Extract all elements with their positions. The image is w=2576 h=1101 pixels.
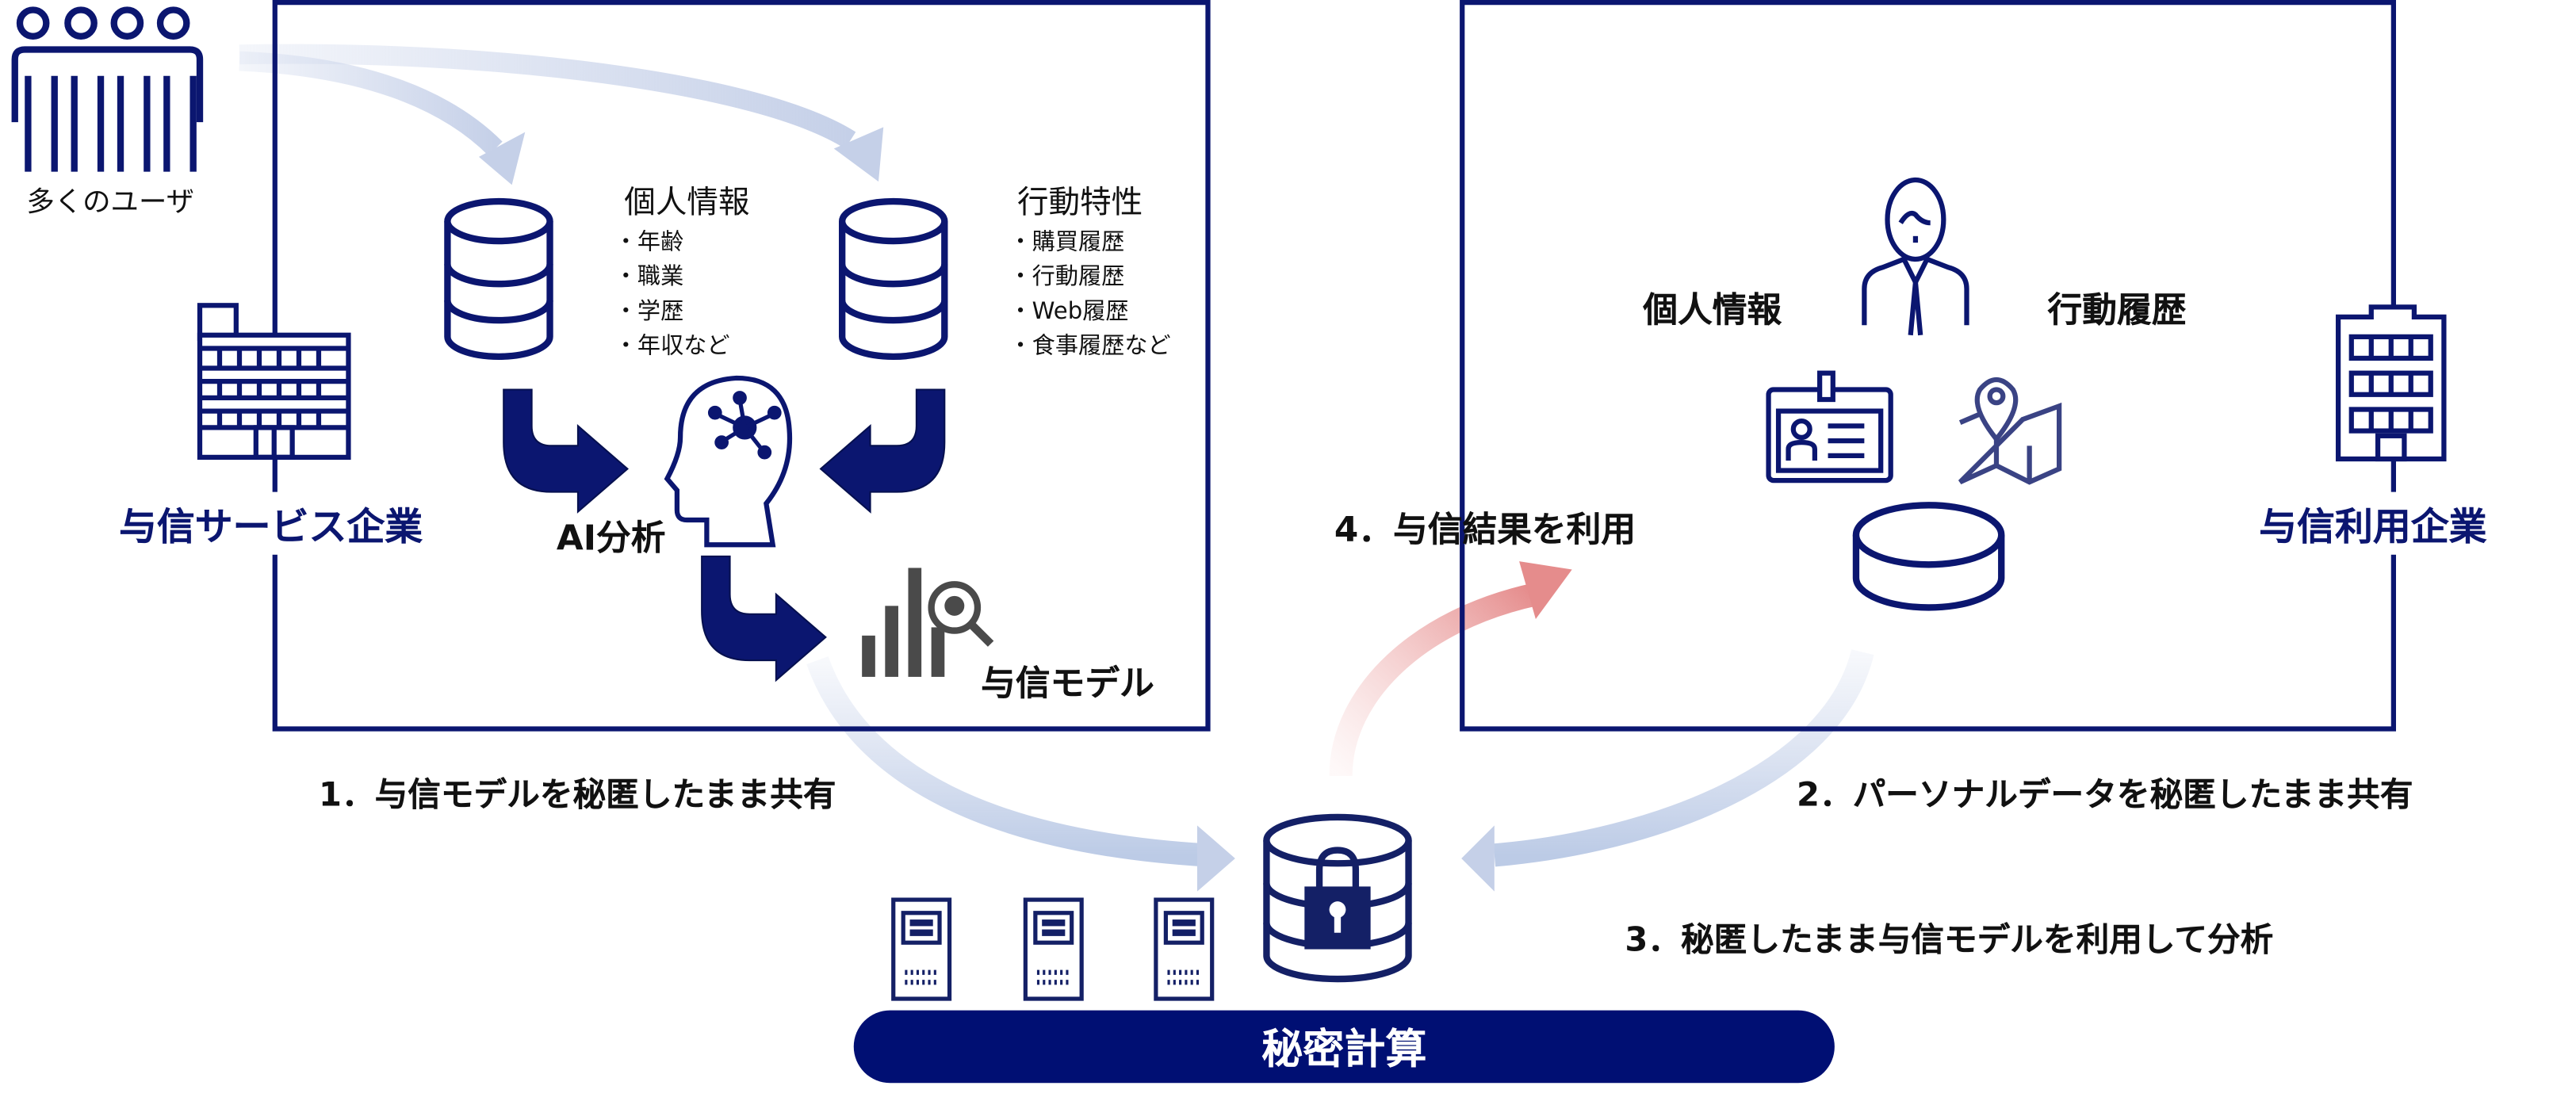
behavior-title: 行動特性 xyxy=(1016,185,1143,222)
users-label: 多くのユーザ xyxy=(26,186,195,220)
step2-label: 2．パーソナルデータを秘匿したまま共有 xyxy=(1796,774,2413,814)
behavior-item: ・行動履歴 xyxy=(1009,264,1125,291)
step4-label: 4．与信結果を利用 xyxy=(1334,510,1636,550)
server-icon xyxy=(1023,897,1084,1001)
behavior-database-icon xyxy=(839,197,948,360)
data-disk-icon xyxy=(1852,502,2005,611)
right-personal-info-label: 個人情報 xyxy=(1643,290,1782,331)
behavior-item: ・食事履歴など xyxy=(1009,333,1171,361)
secure-database-lock-icon xyxy=(1263,813,1412,983)
personal-info-item: ・職業 xyxy=(614,264,684,291)
ai-head-icon xyxy=(664,375,793,548)
server-icon xyxy=(1154,897,1215,1001)
credit-model-chart-icon xyxy=(862,568,994,677)
users-to-behavior-arrow xyxy=(239,44,884,182)
step1-label: 1．与信モデルを秘匿したまま共有 xyxy=(318,774,836,814)
personal-info-database-icon xyxy=(444,197,553,360)
ai-analysis-label: AI分析 xyxy=(556,518,666,558)
map-pin-icon xyxy=(1958,377,2062,485)
ai-to-model-arrow xyxy=(701,555,827,682)
data-to-secure-arrow xyxy=(1461,649,1874,892)
personal-info-title: 個人情報 xyxy=(624,185,750,222)
id-card-icon xyxy=(1766,370,1893,484)
personal-to-ai-arrow xyxy=(503,388,630,514)
credit-model-label: 与信モデル xyxy=(981,663,1154,704)
server-icon xyxy=(891,897,952,1001)
credit-service-company-label: 与信サービス企業 xyxy=(118,491,423,555)
building-icon xyxy=(197,303,351,461)
person-icon xyxy=(1862,177,1969,336)
model-to-secure-arrow xyxy=(806,656,1235,892)
users-icon xyxy=(11,6,204,172)
user-company-building-icon xyxy=(2335,304,2447,462)
behavior-to-ai-arrow xyxy=(819,388,946,514)
credit-user-company-label: 与信利用企業 xyxy=(2259,491,2487,555)
personal-info-item: ・年齢 xyxy=(614,229,684,256)
step3-label: 3．秘匿したまま与信モデルを利用して分析 xyxy=(1625,919,2274,960)
secure-computation-bar: 秘密計算 xyxy=(853,1010,1835,1084)
right-behavior-history-label: 行動履歴 xyxy=(2047,290,2187,331)
users-to-personal-arrow xyxy=(239,51,526,185)
behavior-item: ・Web履歴 xyxy=(1009,298,1129,326)
personal-info-item: ・年収など xyxy=(614,333,730,361)
personal-info-item: ・学歴 xyxy=(614,298,684,326)
behavior-item: ・購買履歴 xyxy=(1009,229,1125,256)
secure-computation-label: 秘密計算 xyxy=(1261,1025,1427,1073)
result-arrow xyxy=(1329,561,1572,777)
